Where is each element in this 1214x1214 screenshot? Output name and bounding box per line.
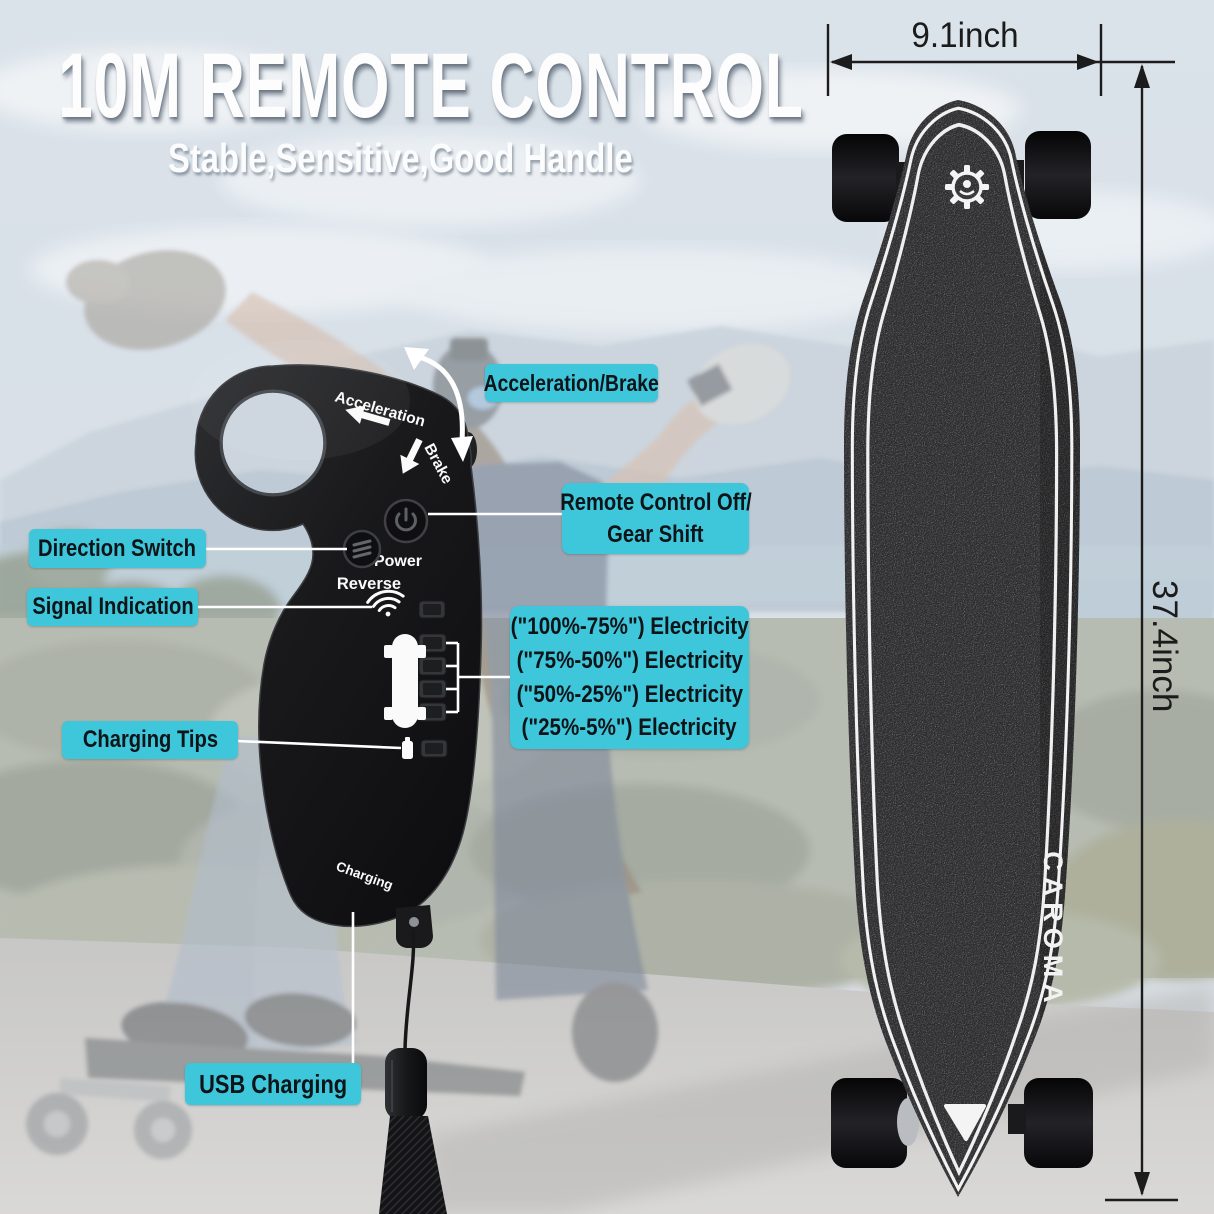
remote-control: Acceleration Brake Power Reverse xyxy=(190,340,483,1214)
board-bearing-cone xyxy=(897,1098,919,1146)
board-wheel-top-left xyxy=(832,134,899,222)
rider-shoe-right xyxy=(244,992,356,1048)
gear-logo-icon xyxy=(945,165,989,209)
callout-usb-charging: USB Charging xyxy=(185,1063,361,1105)
remote-ring-hole-rim xyxy=(219,389,327,497)
battery-level-75-50: ("75%-50%") Electricity xyxy=(516,646,743,674)
board-brand: CAROMA xyxy=(1038,851,1068,1009)
callout-acceleration-brake: Acceleration/Brake xyxy=(483,364,660,402)
charging-tip-icon xyxy=(402,737,413,759)
battery-level-50-25: ("50%-25%") Electricity xyxy=(516,680,743,708)
brake-arrow-icon xyxy=(400,438,423,474)
arrowhead-right xyxy=(1077,54,1099,70)
deck-arrow-icon xyxy=(944,1104,986,1141)
callout-battery-levels: ("100%-75%") Electricity ("75%-50%") Ele… xyxy=(510,606,749,749)
board-wheel-bottom-right xyxy=(1024,1078,1093,1168)
rider-left-glove-snout xyxy=(66,260,130,304)
callout-remote-off-line2: Gear Shift xyxy=(607,520,704,548)
rotate-arrow-head-top xyxy=(404,347,429,370)
callout-remote-off-line1: Remote Control Off/ xyxy=(559,488,752,516)
lanyard-pin xyxy=(409,917,419,927)
battery-led-2 xyxy=(418,656,447,676)
callout-direction-switch: Direction Switch xyxy=(29,529,206,568)
skateboard-product: CAROMA xyxy=(831,100,1093,1197)
arrowhead-down xyxy=(1134,1172,1150,1196)
callout-direction-switch-text: Direction Switch xyxy=(38,534,197,562)
arrowhead-up xyxy=(1134,64,1150,88)
remote-power-label: Power xyxy=(374,553,422,570)
battery-bracket xyxy=(446,641,510,714)
deck-outline-outer xyxy=(850,106,1074,1193)
dimension-lines xyxy=(826,24,1178,1202)
rider-longboard-motor-wheel xyxy=(572,982,658,1082)
remote-sheen xyxy=(190,340,410,460)
page-subtitle: Stable,Sensitive,Good Handle xyxy=(168,135,633,181)
charging-led xyxy=(420,739,448,758)
usb-plug xyxy=(385,1048,427,1120)
wifi-icon xyxy=(366,589,405,617)
board-width-dimension: 9.1inch xyxy=(911,16,1019,55)
callout-signal-indication: Signal Indication xyxy=(27,588,198,626)
rider-longboard-wheel-2-hub xyxy=(151,1118,175,1142)
board-axle-bottom-right xyxy=(1008,1104,1026,1134)
callout-signal-indication-text: Signal Indication xyxy=(31,593,194,620)
lanyard-cord xyxy=(403,929,416,1051)
lanyard-strap xyxy=(379,1116,447,1214)
page-title: 10M REMOTE CONTROL xyxy=(58,35,804,137)
board-length-dimension: 37.4inch xyxy=(1145,580,1184,713)
battery-level-25-5: ("25%-5%") Electricity xyxy=(521,714,738,742)
board-wheel-top-right xyxy=(1025,131,1091,219)
battery-level-100-75: ("100%-75%") Electricity xyxy=(510,612,749,640)
callout-remote-off-gear-shift: Remote Control Off/ Gear Shift xyxy=(559,483,752,554)
board-wheel-bottom-left xyxy=(831,1078,907,1168)
line-charging-tips xyxy=(236,739,402,750)
rotate-arrow-icon xyxy=(418,354,465,442)
callout-lines xyxy=(197,347,562,1063)
remote-reverse-label: Reverse xyxy=(337,575,401,593)
led-indicators xyxy=(418,600,448,758)
skateboard-icon xyxy=(384,634,426,728)
callout-acceleration-brake-text: Acceleration/Brake xyxy=(483,369,660,396)
acceleration-arrow-icon xyxy=(345,405,391,426)
helmet-camera xyxy=(450,338,488,361)
reverse-icon xyxy=(352,539,372,559)
callout-usb-charging-text: USB Charging xyxy=(198,1068,348,1099)
callout-charging-tips: Charging Tips xyxy=(62,721,238,759)
rider-longboard-truck xyxy=(59,1078,171,1102)
arrowhead-left xyxy=(830,54,852,70)
battery-led-3 xyxy=(418,679,447,699)
rider-wristband xyxy=(687,363,733,407)
signal-led xyxy=(418,600,446,619)
callout-charging-tips-text: Charging Tips xyxy=(82,726,218,753)
rotate-arrow-head-bottom xyxy=(451,436,473,462)
rider-longboard-wheel-1-hub xyxy=(44,1111,70,1137)
deck-outline-inner xyxy=(866,122,1059,1177)
power-icon xyxy=(395,507,417,532)
